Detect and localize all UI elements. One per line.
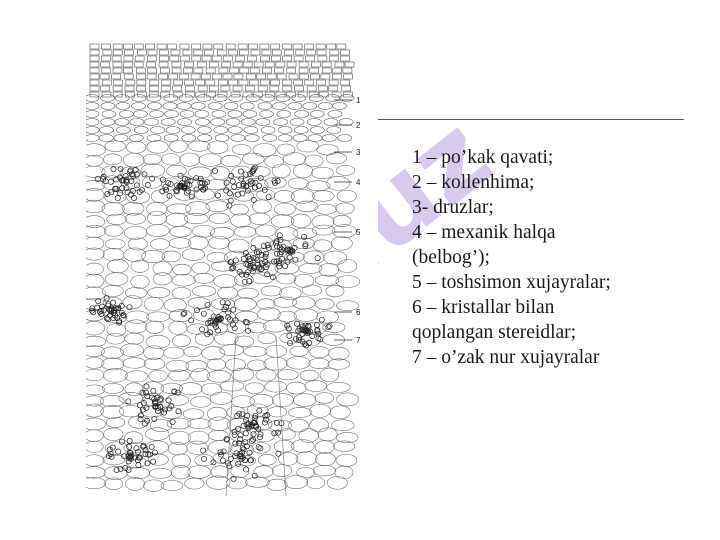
figure-label-number: 4	[356, 178, 361, 187]
tissue-cross-section-drawing: 1 2 3 4 5 6 7	[86, 36, 378, 498]
legend-line: 3- druzlar;	[412, 197, 494, 218]
legend-divider	[378, 119, 684, 120]
legend: 1 – po’kak qavati; 2 – kollenhima; 3- dr…	[412, 145, 692, 370]
figure-label-number: 6	[356, 308, 361, 317]
figure-label-number: 5	[356, 228, 361, 237]
figure-label-number: 7	[356, 336, 361, 345]
legend-line: 5 – toshsimon xujayralar;	[412, 272, 611, 293]
legend-line: 2 – kollenhima;	[412, 172, 535, 193]
legend-line: qoplangan stereidlar;	[412, 322, 577, 343]
legend-line: (belbog’);	[412, 247, 490, 268]
figure-label-number: 3	[356, 148, 361, 157]
legend-line: 1 – po’kak qavati;	[412, 147, 554, 168]
legend-line: 6 – kristallar bilan	[412, 297, 555, 318]
figure-label-number: 1	[356, 96, 361, 105]
legend-line: 7 – o’zak nur xujayralar	[412, 347, 600, 368]
figure-label-number: 2	[356, 121, 361, 130]
legend-line: 4 – mexanik halqa	[412, 222, 556, 243]
